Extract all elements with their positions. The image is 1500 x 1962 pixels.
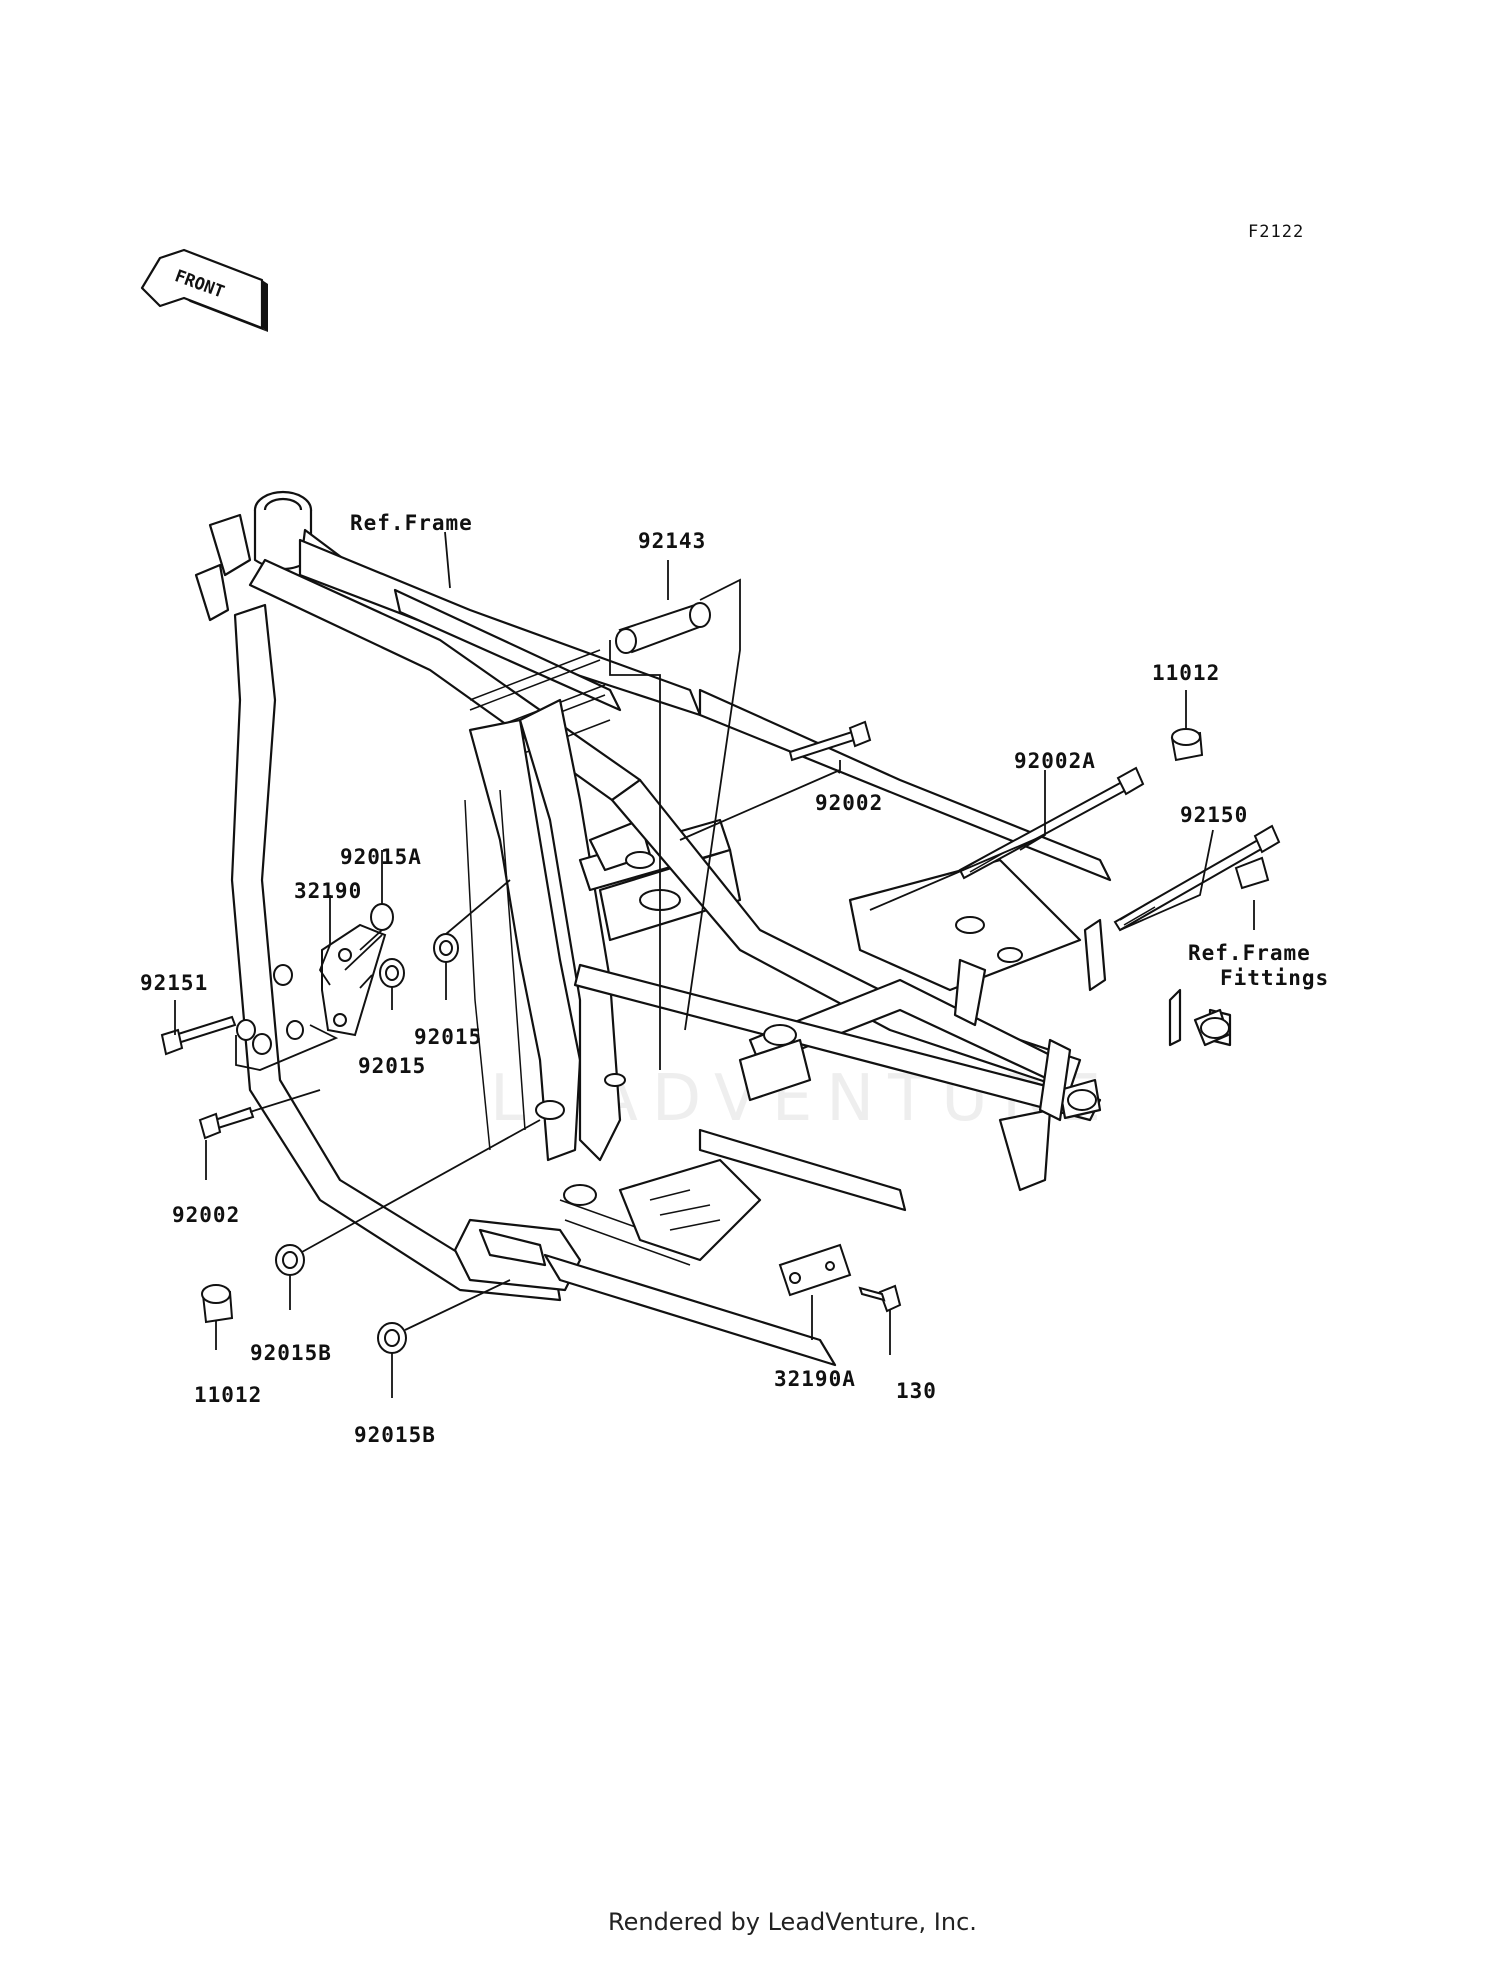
spacer-icon (236, 1019, 256, 1041)
callout-ref-frame: Ref.Frame (350, 511, 473, 535)
screw-130 (858, 1284, 902, 1313)
callout-ref-frame-fittings-2: Fittings (1220, 966, 1329, 990)
callout-92150: 92150 (1180, 803, 1248, 827)
diagram-code: F2122 (1248, 222, 1304, 242)
callout-ref-frame-fittings-1: Ref.Frame (1188, 941, 1311, 965)
callout-92015A: 92015A (340, 845, 422, 869)
callout-92002-lower: 92002 (172, 1203, 240, 1227)
callout-11012-bottom: 11012 (194, 1383, 262, 1407)
bolt-92151 (160, 1015, 237, 1056)
bracket-32190 (321, 923, 387, 1037)
callout-92015-left: 92015 (358, 1054, 426, 1078)
front-arrow-icon: FRONT (140, 248, 268, 332)
spacer-icon (286, 1020, 304, 1040)
callout-92002A: 92002A (1014, 749, 1096, 773)
callout-11012-top: 11012 (1152, 661, 1220, 685)
bracket-32190A (778, 1243, 852, 1297)
callout-32190: 32190 (294, 879, 362, 903)
cap-11012-top (1170, 728, 1204, 762)
callout-92015B-lower: 92015B (354, 1423, 436, 1447)
callout-92002-upper: 92002 (815, 791, 883, 815)
collar-92143 (615, 602, 711, 654)
nut-92015A (370, 903, 394, 931)
bolt-92002-upper (788, 720, 872, 762)
callout-130: 130 (896, 1379, 937, 1403)
nut-92015-right (433, 933, 459, 963)
callout-92143: 92143 (638, 529, 706, 553)
bolt-92002-lower (198, 1106, 255, 1140)
frame-drawing (194, 490, 1232, 1367)
leader-lines (174, 531, 1255, 1398)
bolt-92150 (1113, 824, 1281, 932)
nut-92015-left (379, 958, 405, 988)
spacer-icon (252, 1033, 272, 1055)
footer-credit: Rendered by LeadVenture, Inc. (608, 1908, 977, 1936)
callout-92151: 92151 (140, 971, 208, 995)
callout-92015B-upper: 92015B (250, 1341, 332, 1365)
callout-32190A: 32190A (774, 1367, 856, 1391)
cap-11012-bottom (201, 1284, 234, 1324)
spacer-icon (273, 964, 293, 986)
nut-92015B-upper (275, 1244, 305, 1276)
nut-92015B-lower (377, 1322, 407, 1354)
callout-92015-right: 92015 (414, 1025, 482, 1049)
